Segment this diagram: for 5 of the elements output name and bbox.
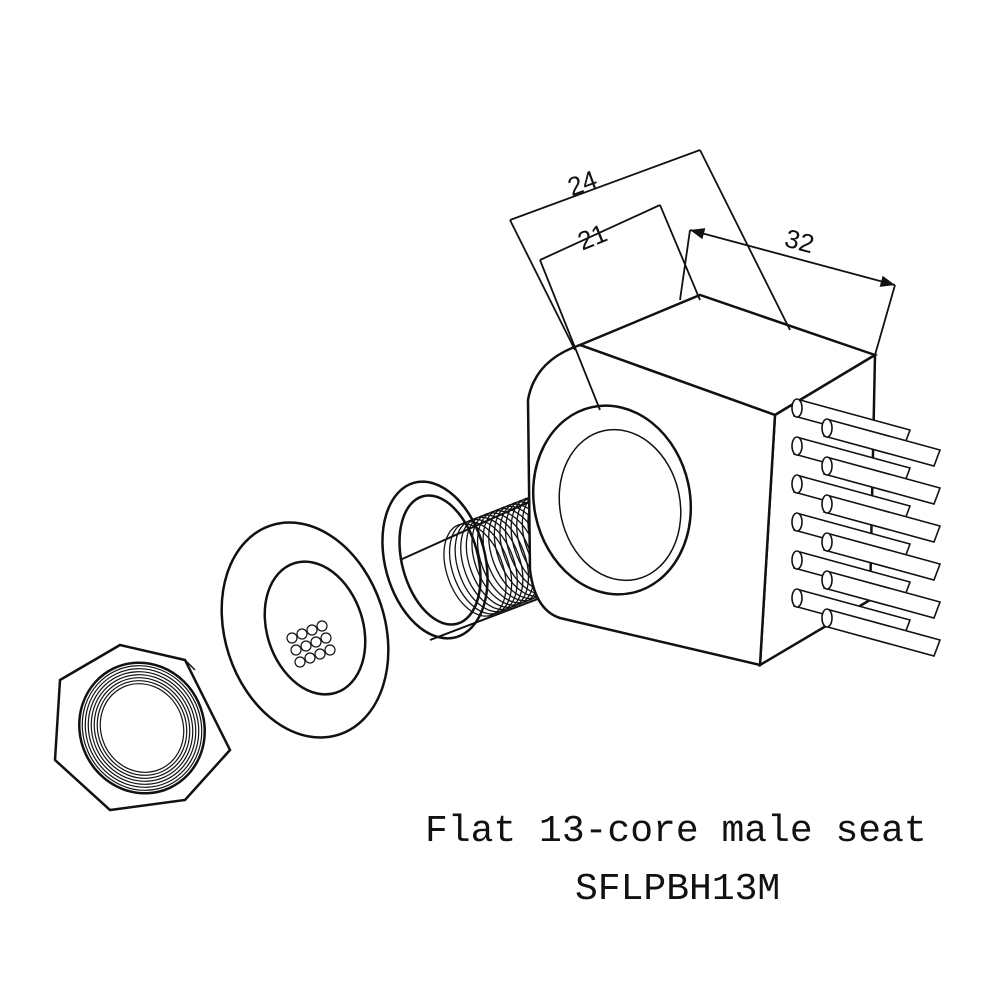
dimension-label: 24 [564,164,602,203]
model-number: SFLPBH13M [575,868,780,911]
caption-text: Flat 13-core male seat [425,810,927,853]
dimension-label: 21 [573,218,612,258]
dimension-label: 32 [781,222,818,260]
